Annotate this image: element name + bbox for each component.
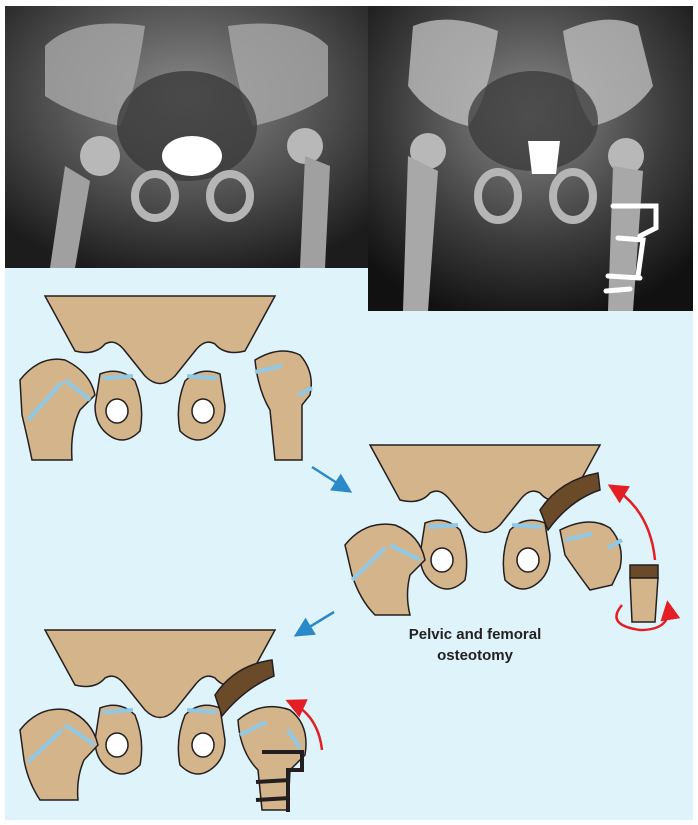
sequence-arrow-1 [312, 467, 348, 490]
caption-line-1: Pelvic and femoral [395, 624, 555, 645]
sequence-arrow-2 [298, 612, 334, 634]
right-femur [255, 351, 311, 460]
left-femur [20, 359, 95, 460]
stage-preoperative [20, 296, 312, 460]
stage-after-osteotomy [345, 445, 668, 630]
caption-line-2: osteotomy [395, 645, 555, 666]
osteotomy-caption: Pelvic and femoral osteotomy [395, 624, 555, 666]
stage-final [20, 630, 322, 812]
